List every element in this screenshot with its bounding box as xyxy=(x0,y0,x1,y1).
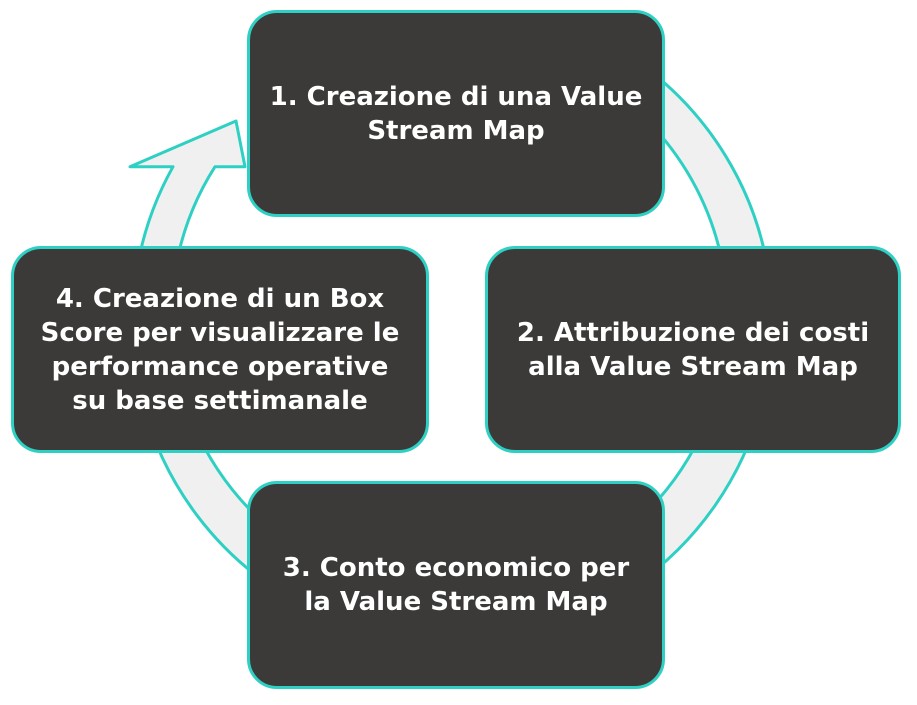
step-3-box: 3. Conto economico per la Value Stream M… xyxy=(247,481,665,689)
step-1-label: 1. Creazione di una Value Stream Map xyxy=(269,81,643,146)
step-1-box: 1. Creazione di una Value Stream Map xyxy=(247,10,665,217)
step-4-box: 4. Creazione di un Box Score per visuali… xyxy=(11,246,429,453)
step-2-box: 2. Attribuzione dei costi alla Value Str… xyxy=(485,246,901,453)
cycle-arrow xyxy=(128,67,774,645)
step-3-label: 3. Conto economico per la Value Stream M… xyxy=(282,553,630,617)
step-2-label: 2. Attribuzione dei costi alla Value Str… xyxy=(516,317,870,382)
step-4-label: 4. Creazione di un Box Score per visuali… xyxy=(40,283,400,416)
